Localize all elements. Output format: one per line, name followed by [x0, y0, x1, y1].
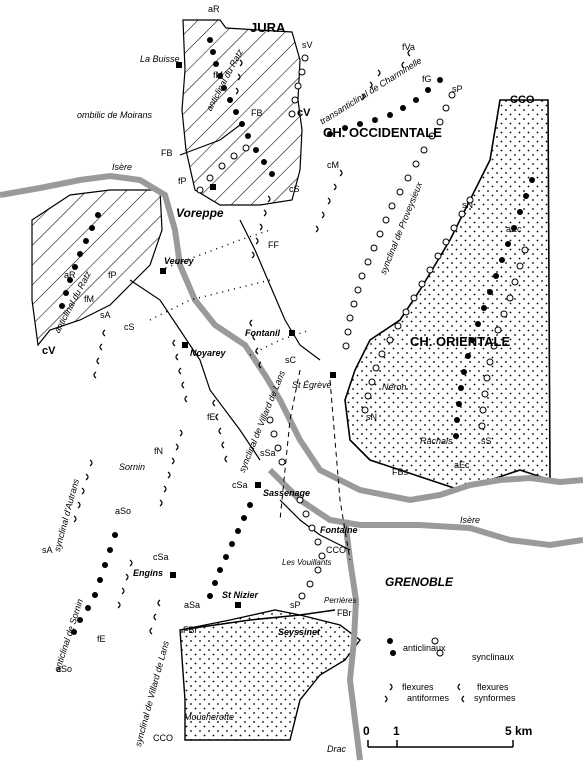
code-cm: cM: [327, 160, 339, 170]
flexure-synforme-marks: [93, 49, 411, 635]
region-ch-occidentale: CH. OCCIDENTALE: [323, 125, 442, 140]
jura-zone-north: [181, 19, 303, 206]
code-sc: sC: [285, 355, 296, 365]
code-aec-top: aEc: [506, 224, 522, 234]
code-ssa: sSa: [260, 448, 276, 458]
place-les-vouillants: Les Vouillants: [282, 558, 332, 567]
city-grenoble: GRENOBLE: [385, 575, 454, 589]
place-drac: Drac: [327, 744, 347, 754]
code-asa: aSa: [184, 600, 201, 610]
code-csa-top: cSa: [232, 480, 248, 490]
place-isere-e: Isère: [460, 515, 481, 525]
code-ar-top: aR: [208, 4, 220, 14]
code-sn-top: sN: [462, 200, 473, 210]
place-seyssinet: Seyssinet: [278, 627, 321, 637]
place-voreppe: Voreppe: [176, 206, 224, 220]
legend-flexures-syn-1: flexures: [477, 682, 509, 692]
flexure-antiforme-marks: [73, 59, 381, 609]
code-fm-w: fM: [84, 294, 94, 304]
place-ombilic: ombilic de Moirans: [77, 110, 153, 120]
code-cv-top: cV: [297, 107, 311, 119]
scale-five: 5 km: [505, 724, 533, 738]
region-jura: JURA: [250, 20, 286, 35]
code-cs-w: cS: [124, 322, 135, 332]
code-aso-bot: aSo: [56, 664, 73, 674]
code-sn-mid: sN: [366, 412, 377, 422]
region-cco-mid: CCO: [326, 545, 346, 555]
code-fn: fN: [154, 446, 163, 456]
anticlinal-axes: [59, 37, 535, 635]
code-ar-w: aR: [64, 270, 76, 280]
ch-orientale-zone: [344, 99, 551, 491]
place-isere-w: Isère: [112, 162, 133, 172]
code-fbr-w: FBr: [183, 625, 198, 635]
code-fbr-e: FBr: [337, 608, 352, 618]
region-ch-orientale: CH. ORIENTALE: [410, 334, 511, 349]
place-st-egreve: St Égrève: [292, 380, 332, 390]
code-aec-bot: aEc: [454, 460, 470, 470]
code-aso-top: aSo: [115, 506, 132, 516]
code-sp-top: sP: [452, 84, 463, 94]
place-markers: [160, 62, 336, 608]
isere-south-branch: [267, 467, 583, 549]
code-cv-w: cV: [42, 345, 56, 357]
fault-ff: [239, 219, 321, 361]
place-engins: Engins: [133, 568, 164, 578]
legend-anticlinaux: anticlinaux: [403, 643, 446, 653]
code-fe-top: fE: [207, 412, 216, 422]
place-la-buisse: La Buisse: [140, 54, 180, 64]
fault-dashed-2: [329, 379, 351, 561]
code-fbs: FBs: [392, 467, 409, 477]
code-sa-bot: sA: [42, 545, 53, 555]
code-fe-bot: fE: [97, 634, 106, 644]
fault-dashed-1: [279, 369, 301, 521]
place-rachais: Rachais: [420, 436, 453, 446]
place-fontaine: Fontaine: [320, 525, 358, 535]
place-noyarey: Noyarey: [190, 348, 226, 358]
fault-voreppe: [129, 279, 261, 461]
scale-bar: [367, 740, 514, 748]
code-ss: sS: [481, 436, 492, 446]
place-moucherotte: Moucherotte: [184, 712, 235, 722]
scale-one: 1: [393, 724, 400, 738]
legend-synclinaux: synclinaux: [472, 652, 515, 662]
code-sv: sV: [302, 40, 313, 50]
synclinal-axes: [196, 54, 529, 600]
place-sassenage: Sassenage: [263, 488, 311, 498]
code-ff: FF: [268, 240, 279, 250]
place-perrieres: Perrières: [324, 596, 357, 605]
legend-flexures-anti-1: flexures: [402, 682, 434, 692]
scale-zero: 0: [363, 724, 370, 738]
code-cs-top: cS: [289, 184, 300, 194]
vercors-zone: [179, 609, 361, 741]
region-cco-top: CCO: [510, 94, 535, 106]
code-fp-w: fP: [108, 270, 117, 280]
code-fb-2: FB: [161, 148, 173, 158]
place-sornin: Sornin: [119, 462, 146, 472]
code-fb-1: FB: [251, 108, 263, 118]
code-sp-bot: sP: [290, 600, 301, 610]
place-st-nizier: St Nizier: [222, 590, 259, 600]
code-fp-top: fP: [178, 176, 187, 186]
code-fg: fG: [422, 74, 432, 84]
code-fva: fVa: [402, 42, 415, 52]
fault-fb: [179, 124, 241, 156]
region-cco-bottom: CCO: [153, 733, 173, 743]
code-sa-top: sA: [100, 310, 111, 320]
isere-river: [0, 172, 583, 504]
place-fontanil: Fontanil: [245, 328, 280, 338]
fault-dotted-3: [249, 329, 311, 356]
place-veurey: Veurey: [164, 256, 194, 266]
fault-seyssinet: [179, 609, 336, 631]
code-fm-top: fM: [213, 70, 223, 80]
legend-flexures-syn-2: synformes: [474, 693, 516, 703]
legend-flexures-anti-2: antiformes: [407, 693, 450, 703]
legend-symbols: [384, 637, 465, 703]
code-csa-bot: cSa: [153, 552, 169, 562]
place-neron: Néron: [382, 382, 407, 392]
